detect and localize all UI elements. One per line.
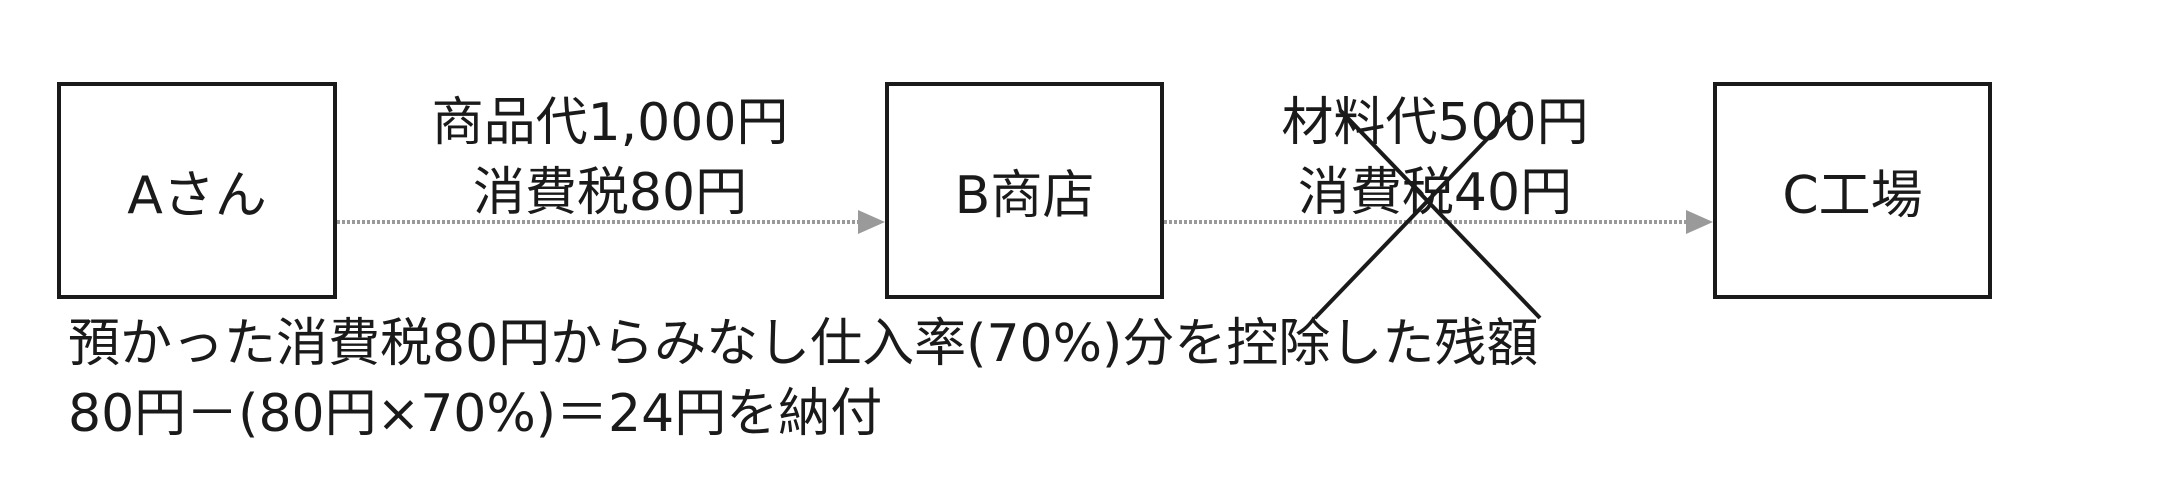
- node-b-shop: B商店: [885, 82, 1164, 299]
- node-b-label: B商店: [954, 166, 1095, 226]
- flow-ab-price: 商品代1,000円: [431, 93, 789, 153]
- flow-label-b-to-c: 材料代500円 消費税40円: [1230, 88, 1640, 228]
- cross-out-stroke-2: [1313, 108, 1517, 320]
- explanation-line-1: 預かった消費税80円からみなし仕入率(70%)分を控除した残額: [68, 314, 1539, 374]
- node-a-label: Aさん: [127, 166, 267, 226]
- node-c-factory: C工場: [1713, 82, 1992, 299]
- cross-out-stroke-1: [1338, 108, 1542, 320]
- flow-ab-tax: 消費税80円: [472, 163, 748, 223]
- arrow-b-to-c: [1164, 210, 1713, 234]
- flow-bc-price: 材料代500円: [1281, 93, 1589, 153]
- node-a-san: Aさん: [57, 82, 337, 299]
- explanation-line-2: 80円－(80円×70%)＝24円を納付: [68, 384, 883, 444]
- arrow-a-to-b: [337, 210, 885, 234]
- flow-label-a-to-b: 商品代1,000円 消費税80円: [380, 88, 840, 228]
- node-c-label: C工場: [1782, 166, 1923, 226]
